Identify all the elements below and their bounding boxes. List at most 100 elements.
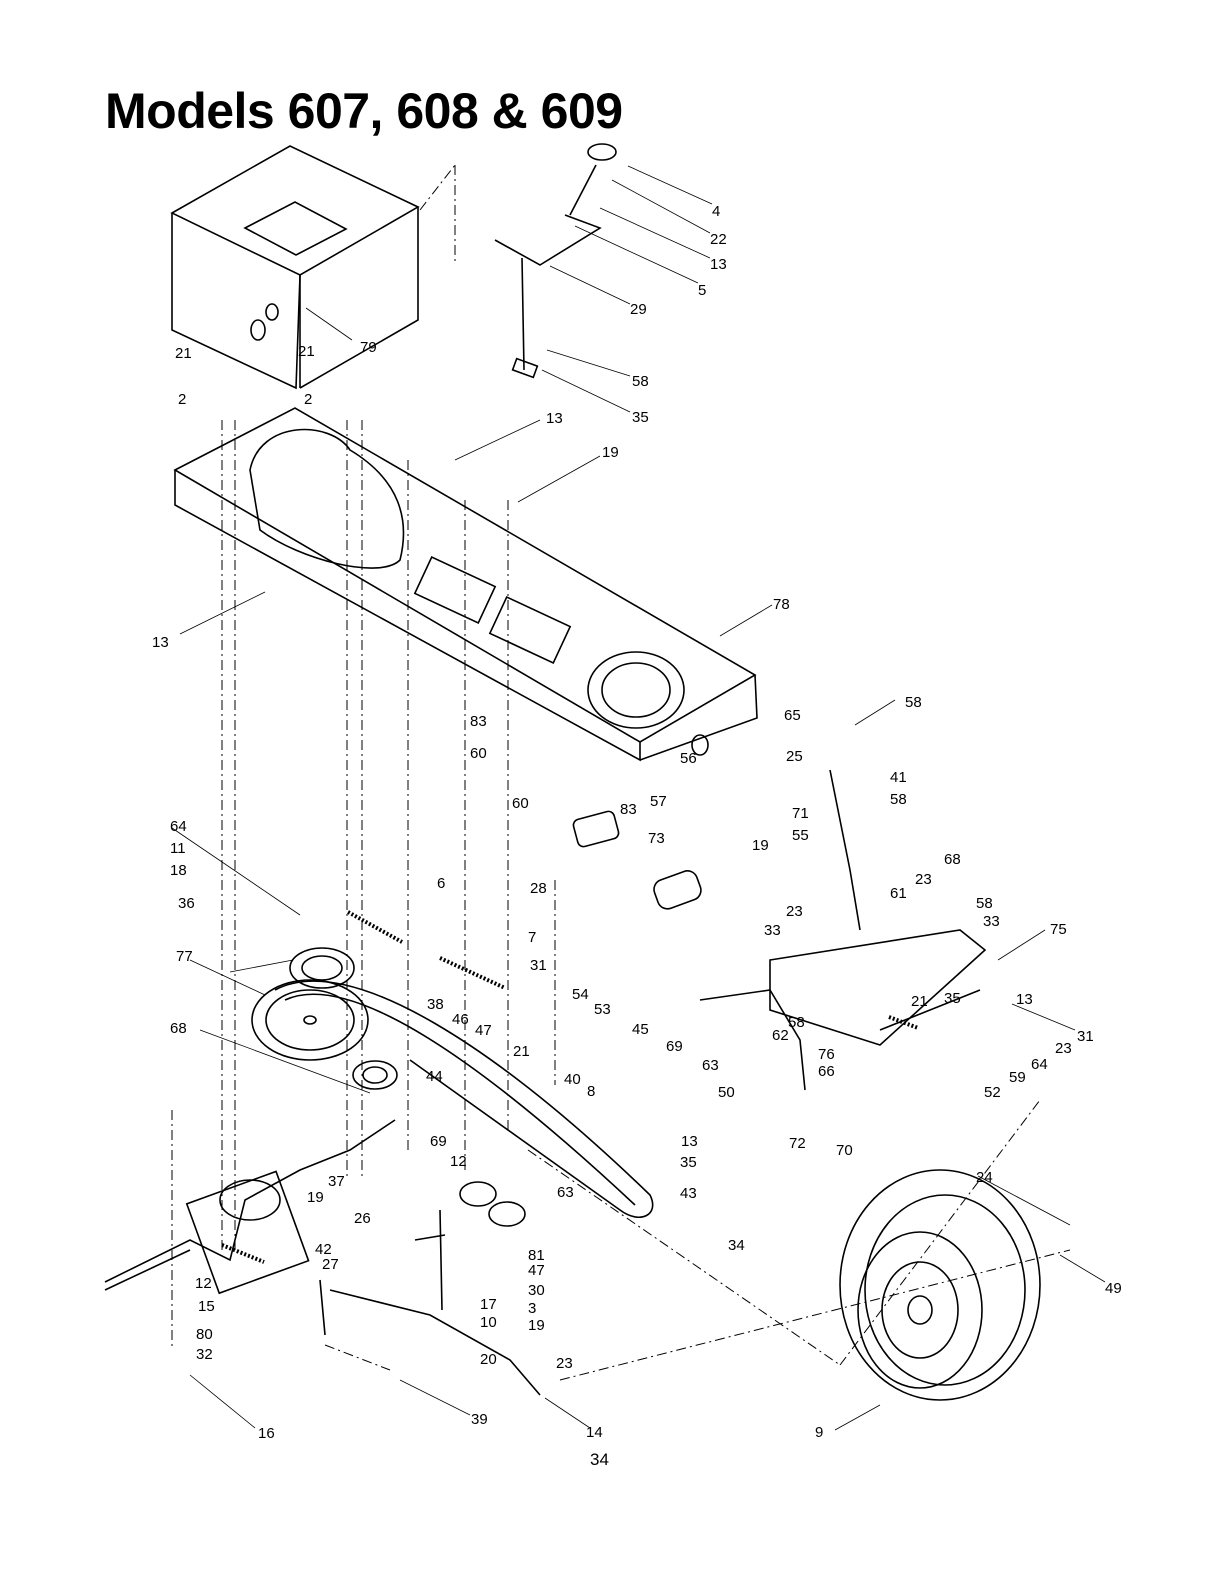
spring-part [221, 910, 919, 1264]
part-callout-number: 21 [911, 993, 928, 1010]
part-callout-number: 38 [427, 996, 444, 1013]
part-callout-number: 34 [728, 1237, 745, 1254]
part-callout-number: 21 [175, 345, 192, 362]
part-callout-number: 18 [170, 862, 187, 879]
part-callout-number: 15 [198, 1298, 215, 1315]
part-callout-number: 33 [983, 913, 1000, 930]
part-callout-number: 47 [475, 1022, 492, 1039]
part-callout-number: 13 [546, 410, 563, 427]
part-callout-number: 20 [480, 1351, 497, 1368]
part-callout-number: 31 [530, 957, 547, 974]
part-callout-number: 23 [556, 1355, 573, 1372]
part-callout-number: 3 [528, 1300, 536, 1317]
page-title: Models 607, 608 & 609 [105, 83, 623, 139]
assembly-guide-lines [171, 164, 1071, 1381]
part-callout-number: 47 [528, 1262, 545, 1279]
part-callout-number: 10 [480, 1314, 497, 1331]
part-callout-number: 68 [944, 851, 961, 868]
part-callout-number: 83 [620, 801, 637, 818]
page-number: 34 [590, 1450, 609, 1469]
part-callout-number: 13 [1016, 991, 1033, 1008]
leader-lines [171, 165, 1106, 1431]
part-callout-number: 55 [792, 827, 809, 844]
part-callout-number: 65 [784, 707, 801, 724]
part-callout-number: 68 [170, 1020, 187, 1037]
part-callout-number: 54 [572, 986, 589, 1003]
part-callout-number: 17 [480, 1296, 497, 1313]
part-callout-number: 60 [470, 745, 487, 762]
part-callout-number: 77 [176, 948, 193, 965]
part-callout-number: 63 [702, 1057, 719, 1074]
part-callout-number: 27 [322, 1256, 339, 1273]
part-callout-number: 35 [944, 990, 961, 1007]
part-callout-number: 31 [1077, 1028, 1094, 1045]
part-callout-number: 19 [307, 1189, 324, 1206]
part-callout-number: 64 [170, 818, 187, 835]
part-callout-number: 24 [976, 1169, 993, 1186]
part-callout-number: 63 [557, 1184, 574, 1201]
part-callout-number: 62 [772, 1027, 789, 1044]
part-callout-number: 19 [602, 444, 619, 461]
part-callout-number: 16 [258, 1425, 275, 1442]
part-callout-number: 26 [354, 1210, 371, 1227]
part-callout-number: 71 [792, 805, 809, 822]
part-callout-number: 41 [890, 769, 907, 786]
part-callout-number: 58 [905, 694, 922, 711]
transaxle-part [104, 1119, 396, 1295]
part-callout-number: 49 [1105, 1280, 1122, 1297]
part-callout-number: 76 [818, 1046, 835, 1063]
part-callout-number: 58 [890, 791, 907, 808]
rear-wheel-part [839, 1169, 1041, 1401]
part-callout-number: 66 [818, 1063, 835, 1080]
part-callout-number: 57 [650, 793, 667, 810]
part-callout-number: 58 [788, 1014, 805, 1031]
part-callout-number: 61 [890, 885, 907, 902]
part-callout-number: 9 [815, 1424, 823, 1441]
part-callout-number: 75 [1050, 921, 1067, 938]
part-callout-number: 36 [178, 895, 195, 912]
part-callout-number: 56 [680, 750, 697, 767]
part-callout-number: 13 [681, 1133, 698, 1150]
linkage-rods-part [319, 769, 987, 1396]
part-callout-number: 79 [360, 339, 377, 356]
part-callout-number: 30 [528, 1282, 545, 1299]
steering-assembly-part [494, 143, 617, 379]
part-callout-number: 6 [437, 875, 445, 892]
part-callout-number: 23 [915, 871, 932, 888]
part-callout-number: 46 [452, 1011, 469, 1028]
part-callout-number: 58 [976, 895, 993, 912]
part-callout-number: 11 [170, 840, 186, 857]
part-callout-number: 32 [196, 1346, 213, 1363]
part-callout-number: 35 [632, 409, 649, 426]
main-frame-part [173, 407, 758, 762]
part-callout-number: 23 [1055, 1040, 1072, 1057]
part-callout-number: 12 [195, 1275, 212, 1292]
part-callout-number: 43 [680, 1185, 697, 1202]
part-callout-number: 80 [196, 1326, 213, 1343]
part-callout-number: 14 [586, 1424, 603, 1441]
part-callout-number: 25 [786, 748, 803, 765]
part-callout-number: 72 [789, 1135, 806, 1152]
part-callout-number: 21 [298, 343, 315, 360]
part-callout-number: 64 [1031, 1056, 1048, 1073]
part-callout-number: 53 [594, 1001, 611, 1018]
transmission-pulley-part [251, 947, 654, 1227]
part-callout-number: 4 [712, 203, 720, 220]
part-callout-number: 78 [773, 596, 790, 613]
part-callout-number: 28 [530, 880, 547, 897]
part-callout-number: 70 [836, 1142, 853, 1159]
part-callout-number: 58 [632, 373, 649, 390]
part-callout-number: 50 [718, 1084, 735, 1101]
part-callout-number: 12 [450, 1153, 467, 1170]
part-callout-number: 21 [513, 1043, 530, 1060]
seat-box-part [170, 145, 420, 390]
part-callout-number: 23 [786, 903, 803, 920]
part-callout-number: 13 [152, 634, 169, 651]
part-callout-number: 33 [764, 922, 781, 939]
part-callout-number: 19 [752, 837, 769, 854]
part-callout-number: 45 [632, 1021, 649, 1038]
part-callout-number: 19 [528, 1317, 545, 1334]
part-callout-number: 39 [471, 1411, 488, 1428]
